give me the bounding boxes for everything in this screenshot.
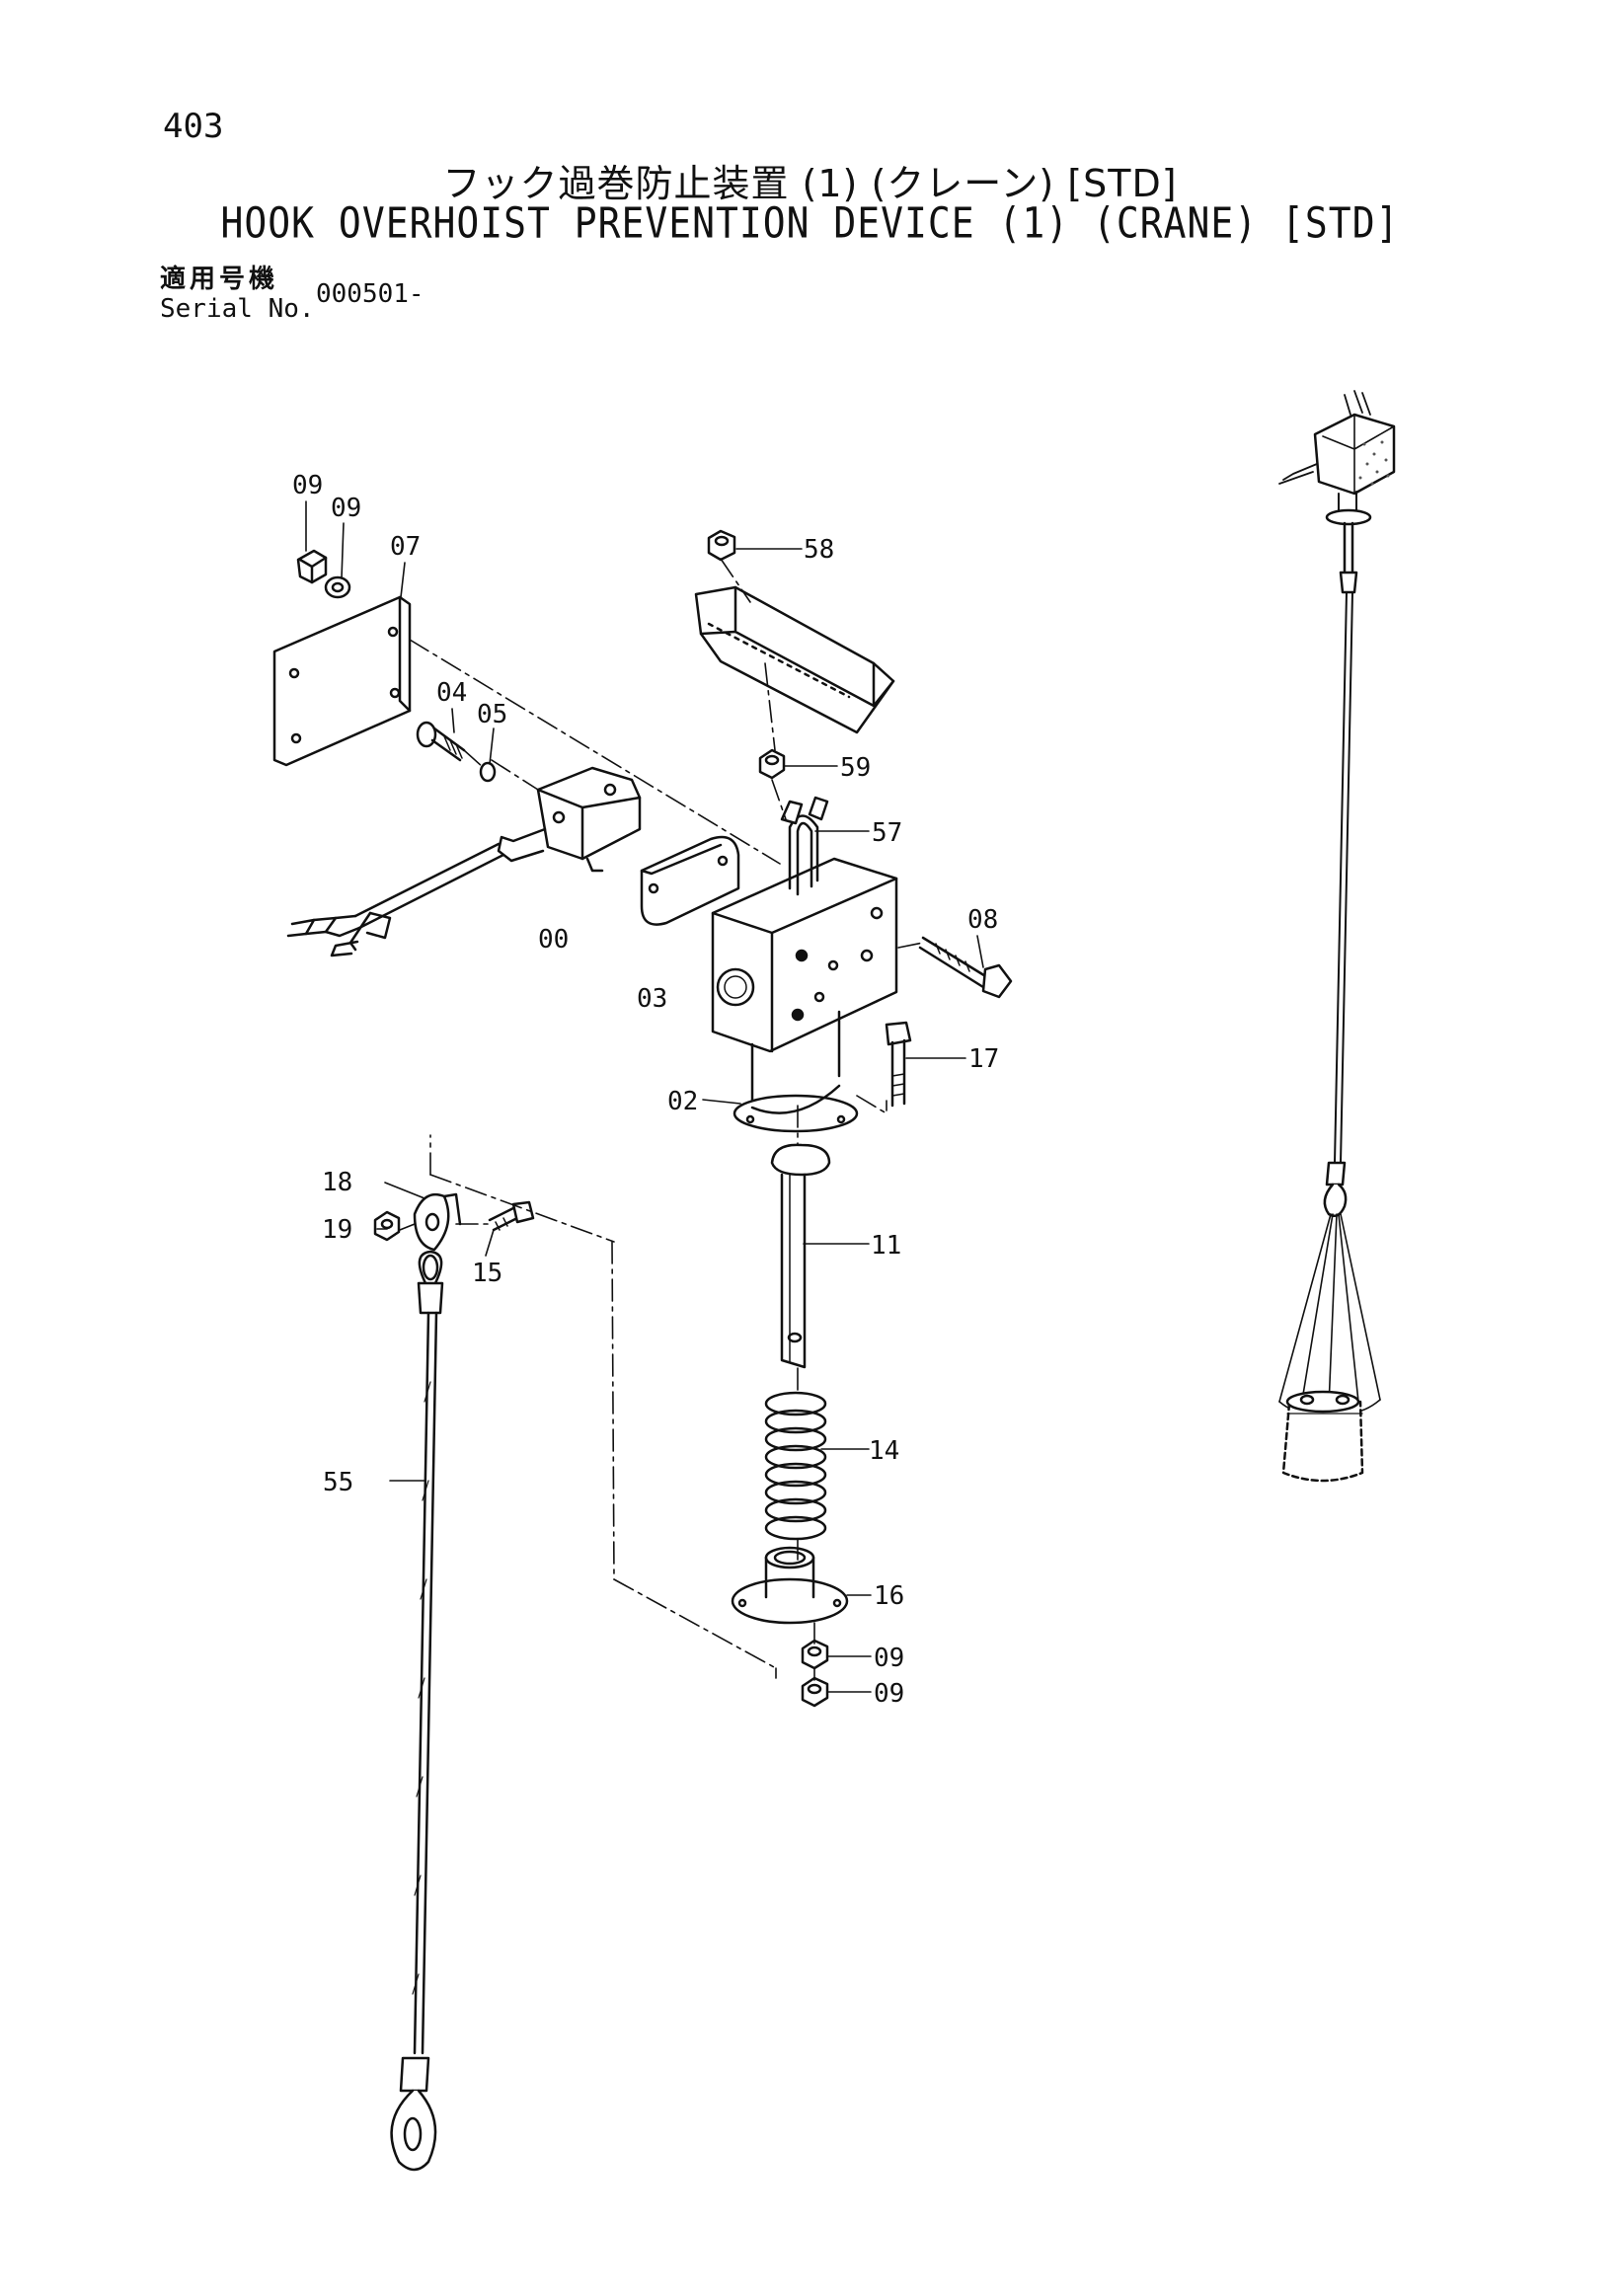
- page-number: 403: [163, 107, 224, 146]
- callout-03: 03: [637, 984, 667, 1014]
- callout-07: 07: [390, 532, 421, 562]
- callout-16: 16: [874, 1581, 904, 1611]
- part-14-spring: [764, 1391, 827, 1541]
- part-57-u-bolt: [780, 796, 829, 896]
- part-18-clamp-bracket: [413, 1192, 462, 1252]
- callout-18: 18: [322, 1168, 352, 1197]
- callout-02: 02: [667, 1087, 698, 1116]
- part-09-washer-top-left-2: [324, 575, 351, 599]
- part-09-nut-bottom-1: [801, 1639, 829, 1670]
- part-09-nut-bottom-2: [801, 1676, 829, 1708]
- callout-59: 59: [840, 753, 871, 783]
- part-17-bolt: [885, 1021, 912, 1108]
- part-07-mounting-plate: [272, 595, 412, 767]
- callout-04: 04: [436, 678, 467, 708]
- callout-09: 09: [874, 1644, 904, 1673]
- part-03-gasket: [640, 835, 740, 926]
- part-55-wire-rope: [390, 1250, 444, 2172]
- page-title-english: HOOK OVERHOIST PREVENTION DEVICE (1) (CR…: [220, 198, 1400, 248]
- callout-00: 00: [538, 925, 569, 955]
- page-title-japanese: フック過巻防止装置 (1) (クレーン) [STD]: [442, 162, 1178, 205]
- part-00-limit-switch: [286, 766, 642, 957]
- callout-leader-lines: [305, 500, 984, 1693]
- main-housing-block: [711, 857, 898, 1133]
- serial-number-value: 000501-: [316, 279, 424, 309]
- part-08-long-bolt: [918, 936, 1013, 999]
- part-05-washer: [479, 761, 497, 783]
- part-58-angle-bracket: [694, 585, 895, 734]
- part-58-nut: [707, 529, 736, 562]
- serial-label-english: Serial No.: [160, 294, 315, 324]
- callout-08: 08: [967, 905, 998, 935]
- part-11-pin: [770, 1143, 831, 1369]
- callout-09: 09: [874, 1679, 904, 1709]
- callout-55: 55: [323, 1468, 353, 1497]
- assembly-center-lines: [399, 558, 924, 1681]
- callout-58: 58: [804, 535, 834, 565]
- part-16-spring-seat: [731, 1546, 849, 1625]
- part-04-bolt: [416, 721, 466, 762]
- part-15-bolt: [488, 1200, 535, 1232]
- callout-14: 14: [869, 1436, 899, 1466]
- callout-15: 15: [472, 1259, 502, 1288]
- part-19-nut: [373, 1210, 401, 1242]
- callout-57: 57: [872, 818, 902, 848]
- callout-09: 09: [292, 471, 323, 500]
- part-59-nut: [758, 748, 786, 780]
- serial-label-japanese: 適用号機: [160, 265, 279, 294]
- part-09-nut-top-left-1: [296, 549, 328, 584]
- callout-05: 05: [477, 700, 507, 729]
- inset-overall-assembly-view: [1278, 390, 1396, 1483]
- callout-09: 09: [331, 494, 361, 523]
- callout-19: 19: [322, 1215, 352, 1245]
- callout-17: 17: [968, 1044, 999, 1074]
- part-02-flange: [733, 1094, 859, 1133]
- callout-11: 11: [871, 1231, 901, 1261]
